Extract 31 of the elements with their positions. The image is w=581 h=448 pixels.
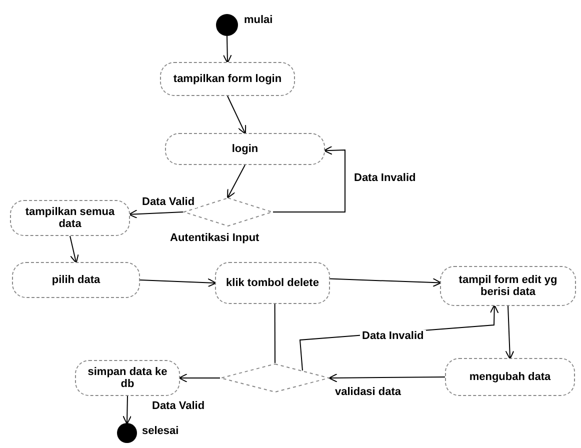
arrow bbox=[70, 236, 79, 264]
arrow bbox=[178, 374, 220, 382]
arrow bbox=[140, 278, 216, 288]
node-caption: mulai bbox=[244, 14, 273, 26]
node-caption: Autentikasi Input bbox=[170, 232, 260, 244]
edge-label: Data Valid bbox=[140, 196, 197, 208]
edge-label: Data Valid bbox=[150, 400, 207, 412]
activity-box: tampil form edit yg berisi data bbox=[440, 266, 576, 306]
arrow bbox=[128, 210, 184, 219]
activity-box: tampilkan semua data bbox=[10, 200, 130, 236]
edge-label: Data Invalid bbox=[360, 330, 426, 342]
activity-box: tampilkan form login bbox=[160, 62, 295, 96]
start-node bbox=[216, 14, 238, 36]
arrow bbox=[328, 373, 446, 382]
activity-box: mengubah data bbox=[445, 358, 575, 396]
node-caption: validasi data bbox=[335, 386, 402, 398]
node-caption: selesai bbox=[142, 425, 179, 437]
activity-box: simpan data ke db bbox=[75, 360, 180, 396]
end-node bbox=[117, 423, 137, 443]
activity-box: login bbox=[165, 133, 325, 165]
activity-box: klik tombol delete bbox=[215, 262, 330, 304]
arrow bbox=[505, 306, 514, 360]
edge-label: Data Invalid bbox=[352, 172, 418, 184]
arrow bbox=[227, 164, 246, 198]
arrow bbox=[222, 36, 232, 64]
arrow bbox=[122, 396, 132, 424]
arrow bbox=[330, 278, 442, 288]
decision-diamond bbox=[220, 363, 330, 393]
activity-box: pilih data bbox=[12, 262, 140, 298]
arrow bbox=[227, 96, 246, 134]
arrow bbox=[272, 146, 346, 212]
